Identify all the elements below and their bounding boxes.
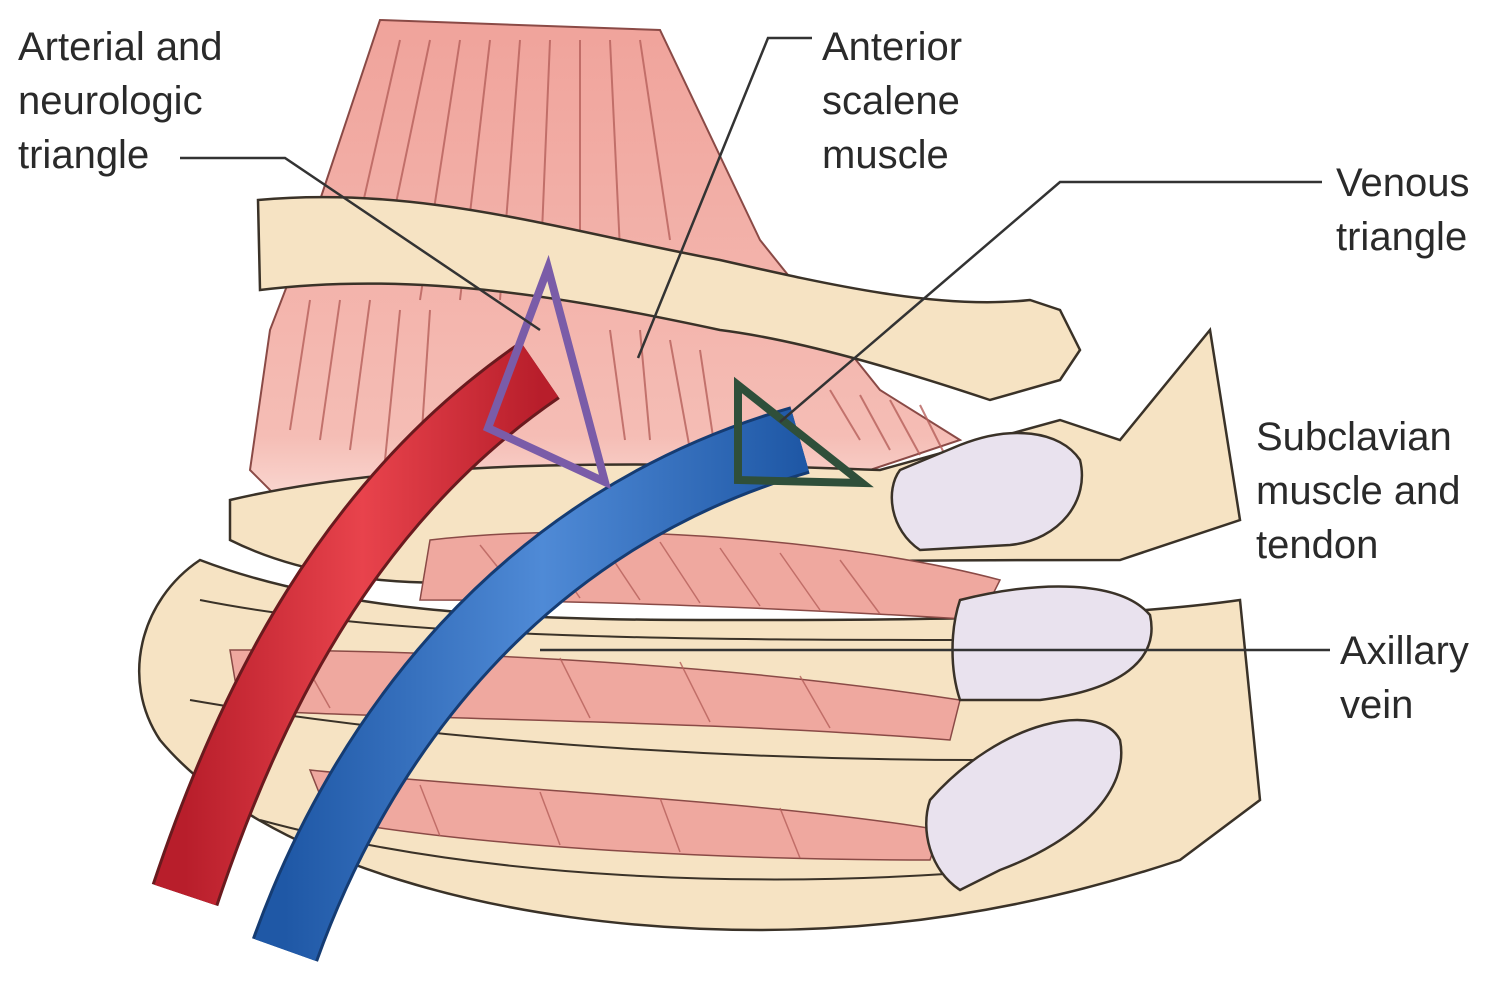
label-line: Venous — [1336, 156, 1469, 210]
label-line: triangle — [18, 128, 223, 182]
label-line: neurologic — [18, 74, 223, 128]
label-venous-triangle: Venous triangle — [1336, 156, 1469, 264]
label-arterial-neurologic-triangle: Arterial and neurologic triangle — [18, 20, 223, 182]
label-line: muscle and — [1256, 464, 1461, 518]
label-line: scalene — [822, 74, 962, 128]
label-line: muscle — [822, 128, 962, 182]
label-line: Arterial and — [18, 20, 223, 74]
label-anterior-scalene-muscle: Anterior scalene muscle — [822, 20, 962, 182]
label-line: Anterior — [822, 20, 962, 74]
label-line: Subclavian — [1256, 410, 1461, 464]
label-axillary-vein: Axillary vein — [1340, 624, 1469, 732]
label-line: triangle — [1336, 210, 1469, 264]
label-line: vein — [1340, 678, 1469, 732]
label-line: Axillary — [1340, 624, 1469, 678]
label-line: tendon — [1256, 518, 1461, 572]
label-subclavian-muscle-tendon: Subclavian muscle and tendon — [1256, 410, 1461, 572]
